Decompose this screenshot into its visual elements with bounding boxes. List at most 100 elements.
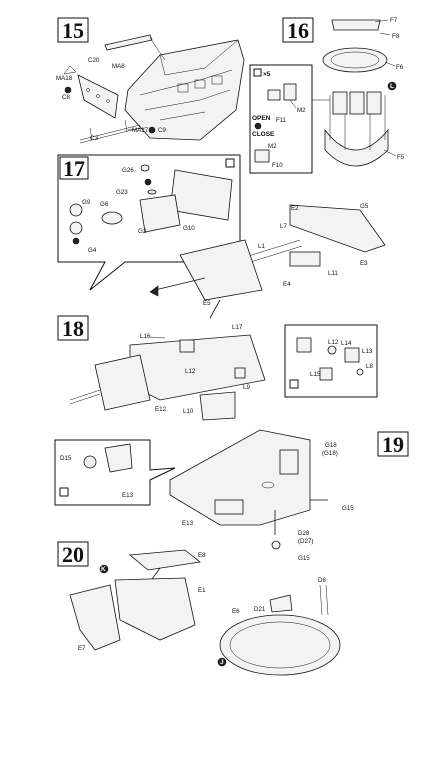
marker-circle: [99, 564, 109, 574]
box-part: [199, 391, 236, 421]
step-number-box: [57, 17, 89, 43]
step-18: 18 L16 L17 L12 L9 E12 L10 L12 L14 L13 L1…: [57, 315, 378, 421]
svg-text:E2: E2: [291, 205, 299, 212]
marker-circle: [387, 81, 397, 91]
svg-text:G15: G15: [342, 505, 354, 512]
step-17: 17 G26 G23 G9 G6 G2 G10 G4 E2 G5 L7 L1 E…: [57, 154, 386, 319]
svg-text:M2: M2: [268, 143, 277, 150]
svg-text:L14: L14: [341, 340, 352, 347]
turret-ring: [219, 614, 341, 676]
detail-inset: [57, 154, 241, 291]
step-number: 16: [287, 18, 309, 43]
svg-text:G9: G9: [82, 199, 91, 206]
step-number: 15: [62, 18, 84, 43]
strip-part: [104, 34, 153, 51]
svg-text:E12: E12: [155, 406, 167, 413]
svg-text:E5: E5: [203, 300, 211, 307]
svg-text:L8: L8: [366, 363, 373, 370]
step-number-box: [282, 17, 314, 43]
turret-floor: [169, 429, 311, 526]
step-number-box: [57, 315, 89, 341]
step-15: 15 C20 MA8 MA18 C8 C3 MA17 C9: [56, 17, 245, 144]
svg-text:L10: L10: [183, 408, 194, 415]
marker-circle: [217, 657, 227, 667]
svg-text:F8: F8: [392, 33, 400, 40]
step-16: 16 F7 F8 F6 F5 L ×5 M2 F11 OPEN CLOSE M2…: [249, 17, 405, 174]
svg-text:L7: L7: [280, 223, 287, 230]
plate-part: [129, 549, 201, 571]
svg-text:L15: L15: [310, 371, 321, 378]
svg-text:G6: G6: [100, 201, 109, 208]
glue-icon: [144, 178, 152, 186]
svg-text:E13: E13: [182, 520, 194, 527]
svg-text:MA8: MA8: [112, 63, 125, 70]
svg-text:C8: C8: [62, 94, 70, 101]
svg-text:E1: E1: [198, 587, 206, 594]
step-number: 19: [382, 432, 404, 457]
svg-text:G23: G23: [116, 189, 128, 196]
turret-top: [331, 19, 381, 31]
svg-text:E3: E3: [360, 260, 368, 267]
svg-text:G15: G15: [298, 555, 310, 562]
step-number: 17: [63, 156, 85, 181]
tool-icon: [59, 487, 69, 497]
svg-text:D28: D28: [298, 530, 310, 537]
mantlet-assembly: [179, 239, 263, 301]
svg-text:C3: C3: [90, 135, 98, 142]
svg-text:CLOSE: CLOSE: [252, 131, 275, 138]
turret-basket: [324, 128, 389, 167]
svg-text:L11: L11: [328, 270, 338, 277]
svg-text:F7: F7: [390, 17, 398, 24]
svg-text:(D27): (D27): [298, 538, 313, 545]
glue-icon: [254, 122, 262, 130]
step-number: 20: [62, 542, 84, 567]
svg-text:L12: L12: [328, 339, 339, 346]
svg-text:C20: C20: [88, 57, 100, 64]
glue-icon: [148, 126, 156, 134]
step-number: 18: [62, 316, 84, 341]
turret-shell: [114, 577, 196, 641]
svg-text:G5: G5: [360, 203, 369, 210]
svg-text:F5: F5: [397, 154, 405, 161]
svg-text:L: L: [390, 83, 394, 90]
svg-text:MA18: MA18: [56, 75, 73, 82]
step-19: 19 D15 E13 G18 (G18) G15 E13 D28 (D27) G…: [54, 429, 409, 562]
svg-text:G18: G18: [325, 442, 337, 449]
svg-text:OPEN: OPEN: [252, 115, 271, 122]
svg-text:G26: G26: [122, 167, 134, 174]
step-20: 20 K E8 E1 E7 J D8 E6 D21: [57, 541, 341, 676]
svg-text:L12: L12: [185, 368, 196, 375]
hull-part: [124, 39, 245, 141]
svg-text:G2: G2: [138, 228, 147, 235]
detail-inset: [54, 439, 176, 506]
step-number-box: [59, 156, 89, 180]
svg-text:E4: E4: [283, 281, 291, 288]
mantlet-part: [169, 169, 233, 221]
side-plate: [69, 584, 121, 651]
svg-text:E7: E7: [78, 645, 86, 652]
turret-ring: [322, 47, 388, 73]
svg-text:F6: F6: [396, 64, 404, 71]
step-number-box: [57, 541, 89, 567]
plate-part: [77, 74, 119, 119]
glue-icon: [72, 237, 80, 245]
svg-text:C9: C9: [158, 127, 166, 134]
svg-text:D8: D8: [318, 577, 326, 584]
tool-icon: [225, 158, 235, 168]
svg-text:L17: L17: [232, 324, 243, 331]
glue-icon: [64, 86, 72, 94]
svg-text:E6: E6: [232, 608, 240, 615]
svg-text:E13: E13: [122, 492, 134, 499]
svg-text:J: J: [220, 659, 224, 666]
svg-text:F11: F11: [276, 117, 287, 124]
svg-text:F10: F10: [272, 162, 283, 169]
gun-mount: [289, 204, 386, 253]
svg-text:G10: G10: [183, 225, 195, 232]
svg-text:D21: D21: [254, 606, 266, 613]
svg-text:D15: D15: [60, 455, 72, 462]
step-number-box: [377, 431, 409, 457]
svg-text:E8: E8: [198, 552, 206, 559]
svg-text:L16: L16: [140, 333, 151, 340]
svg-text:(G18): (G18): [322, 450, 338, 457]
